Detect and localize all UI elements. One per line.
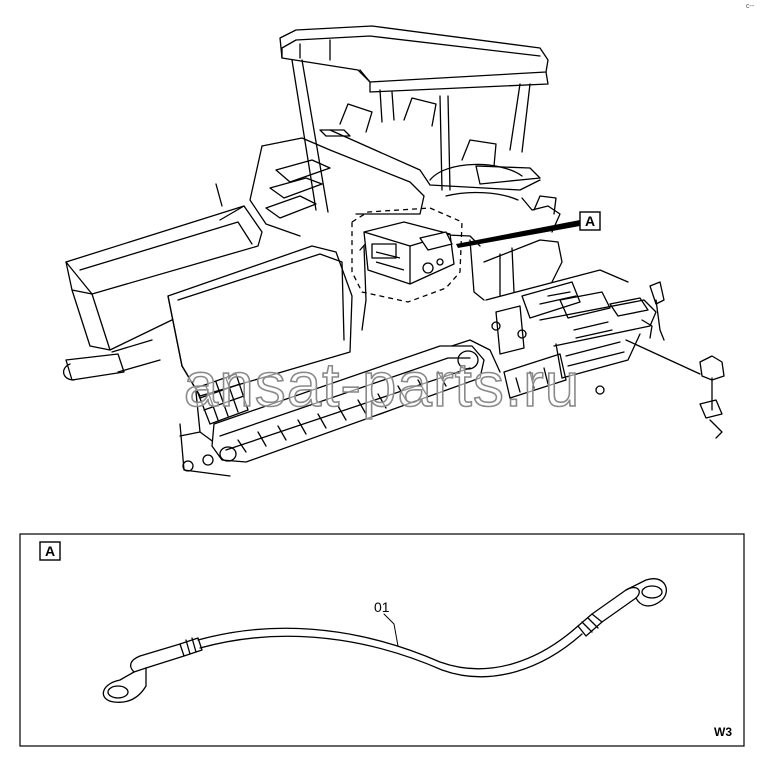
ground-cable [102,578,667,703]
detail-panel-frame [19,533,745,747]
detail-panel-tag: A [39,541,61,561]
control-box [363,221,455,285]
corner-mark: c-- [746,3,755,10]
detail-outline [351,207,463,303]
watermark-text: ansat-parts.ru [184,351,581,420]
callout-a-leader [456,220,580,248]
paver-illustration [63,25,725,477]
callout-a-label: A [585,213,595,229]
detail-panel-tag-label: A [45,543,55,559]
part-number-label: 01 [374,599,390,615]
callout-a: A [579,211,601,231]
sheet-code: W3 [714,725,732,739]
